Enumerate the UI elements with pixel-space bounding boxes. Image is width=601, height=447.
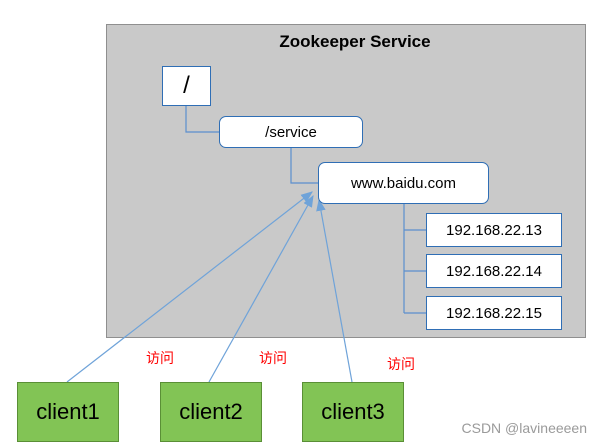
- service-to-domain-line: [290, 148, 318, 184]
- root-node: /: [162, 66, 211, 106]
- access-label-2: 访问: [259, 350, 287, 366]
- service-node: /service: [219, 116, 363, 148]
- client2-access-arrow: [208, 194, 314, 383]
- csdn-watermark: CSDN @lavineeeen: [461, 420, 588, 436]
- service-title: Zookeeper Service: [279, 32, 431, 51]
- domain-node: www.baidu.com: [318, 162, 489, 204]
- ip-node-3: 192.168.22.15: [426, 296, 562, 330]
- ip-node-2: 192.168.22.14: [426, 254, 562, 288]
- access-label-3: 访问: [387, 356, 415, 372]
- access-label-1: 访问: [146, 350, 174, 366]
- client2-box: client2: [160, 382, 262, 442]
- ip-node-1: 192.168.22.13: [426, 213, 562, 247]
- client1-box: client1: [17, 382, 119, 442]
- root-to-service-line: [185, 106, 219, 133]
- client3-access-arrow: [316, 198, 353, 383]
- client3-box: client3: [302, 382, 404, 442]
- client1-access-arrow: [66, 191, 313, 383]
